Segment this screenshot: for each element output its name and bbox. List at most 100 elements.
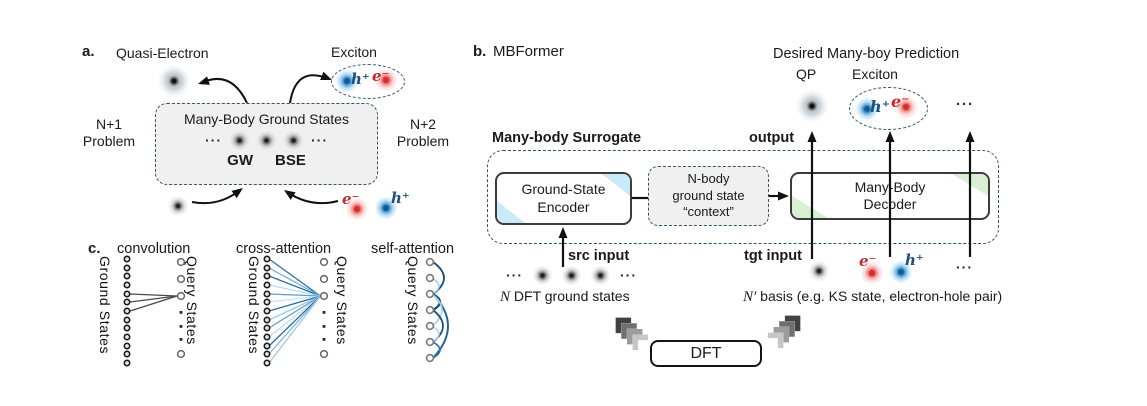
encoder-accent-corner xyxy=(602,174,630,196)
n-plus-2-problem-word: Problem xyxy=(396,132,450,149)
tgt-hole-symbol: h⁺ xyxy=(905,251,924,269)
input-electron-dot-a xyxy=(346,198,368,220)
self-attention-title: self-attention xyxy=(371,241,455,257)
electron-dot xyxy=(894,95,918,119)
ellipsis: ··· xyxy=(205,132,222,148)
conv-ground-states-label: Ground States xyxy=(97,256,113,355)
src-caption-text: DFT ground states xyxy=(510,288,630,304)
input-hole-symbol-a: h⁺ xyxy=(391,189,410,207)
encoder-label-line1: Ground-State xyxy=(521,181,606,197)
n-plus-1: N+1 xyxy=(95,116,123,132)
conv-ground-dots xyxy=(123,255,131,367)
electron-symbol: e⁻ xyxy=(891,92,910,111)
electron-symbol: e⁻ xyxy=(372,67,390,85)
cross-attention-title: cross-attention xyxy=(236,241,332,257)
cross-ground-states-label: Ground States xyxy=(246,256,262,355)
arrow-to-quasi-electron xyxy=(200,78,248,104)
ground-state-dot xyxy=(230,130,249,150)
exciton-label-b: Exciton xyxy=(852,66,898,82)
panel-a-label: a. xyxy=(82,43,95,60)
ground-state-dot xyxy=(284,130,303,150)
surrogate-title: Many-body Surrogate xyxy=(492,130,642,146)
cross-attention-diagram xyxy=(263,255,329,367)
qp-label: QP xyxy=(796,66,817,82)
n-plus-1-problem: N+1 Problem xyxy=(69,116,149,150)
tgt-ellipsis: ··· xyxy=(956,259,973,275)
ellipsis: ··· xyxy=(620,267,637,283)
many-body-ground-states-box: Many-Body Ground States ··· ··· GW BSE xyxy=(155,103,378,185)
many-body-decoder-box: Many-Body Decoder xyxy=(790,172,990,220)
arrow-to-bse xyxy=(286,191,339,205)
ground-states-box-title: Many-Body Ground States xyxy=(184,111,349,127)
prediction-title: Desired Many-boy Prediction xyxy=(773,46,960,62)
src-input-dots: ··· ··· xyxy=(506,265,637,285)
dft-label: DFT xyxy=(690,344,722,362)
input-ground-state-dot-a xyxy=(167,195,189,217)
electron-dot xyxy=(375,69,397,91)
dft-chevrons-left xyxy=(615,317,649,351)
cross-query-dots xyxy=(319,257,329,359)
src-input-label: src input xyxy=(568,248,630,264)
quasi-electron-dot xyxy=(157,64,191,98)
hole-dot xyxy=(336,70,358,92)
cross-query-states-label: Query States xyxy=(334,256,350,345)
decoder-accent-corner xyxy=(792,196,828,218)
hole-dot xyxy=(855,97,879,121)
convolution-diagram xyxy=(123,255,186,367)
cross-query-ellipsis-dots xyxy=(322,311,326,341)
encoder-label-line2: Encoder xyxy=(537,198,590,215)
cross-attention-links xyxy=(268,258,322,364)
surrogate-box xyxy=(487,150,999,244)
decoder-label-line2: Decoder xyxy=(863,196,917,212)
quasi-electron-label: Quasi-Electron xyxy=(116,45,209,61)
self-query-states-label: Query States xyxy=(405,256,421,345)
mbformer-title: MBFormer xyxy=(493,43,564,60)
conv-query-ellipsis-dots xyxy=(179,311,183,341)
tgt-ks-state-dot xyxy=(808,260,830,282)
gw-label: GW xyxy=(227,152,253,169)
hole-symbol: h⁺ xyxy=(351,70,370,88)
conv-query-states-label: Query States xyxy=(184,256,200,345)
tgt-caption-text: basis (e.g. KS state, electron-hole pair… xyxy=(756,288,1003,304)
tgt-input-label: tgt input xyxy=(744,248,802,264)
convolution-links xyxy=(129,293,178,312)
exciton-ellipse-b: h⁺ e⁻ xyxy=(849,87,928,130)
qp-dot xyxy=(795,89,829,123)
n-plus-2-problem: N+2 Problem xyxy=(383,116,463,150)
self-attention-diagram xyxy=(425,257,449,363)
panel-c-label: c. xyxy=(88,240,101,257)
context-line1: N-body xyxy=(687,170,730,186)
tgt-caption: N′ basis (e.g. KS state, electron-hole p… xyxy=(743,288,1002,306)
n-symbol: N xyxy=(500,289,511,305)
ellipsis: ··· xyxy=(311,132,328,148)
n-prime-symbol: N′ xyxy=(743,289,757,305)
arrow-to-exciton xyxy=(289,74,330,104)
arrow-to-gw xyxy=(191,189,241,205)
src-ground-state-dot xyxy=(533,265,552,285)
dft-chevrons-right xyxy=(767,315,801,349)
self-query-dots xyxy=(425,257,435,363)
context-line3: “context” xyxy=(683,204,734,220)
src-ground-state-dot xyxy=(562,265,581,285)
context-line2: ground state xyxy=(672,187,745,203)
prediction-ellipsis: ··· xyxy=(956,96,974,113)
output-label: output xyxy=(749,130,795,146)
input-hole-dot-a xyxy=(375,197,397,219)
decoder-accent-corner xyxy=(952,174,988,196)
ground-state-dot xyxy=(257,130,276,150)
n-plus-1-problem-word: Problem xyxy=(82,132,136,149)
panel-b-label: b. xyxy=(473,43,487,60)
src-ground-state-dot xyxy=(591,265,610,285)
ellipsis: ··· xyxy=(506,267,523,283)
ground-state-encoder-box: Ground-State Encoder xyxy=(495,172,632,225)
dft-box: DFT xyxy=(650,340,762,367)
convolution-title: convolution xyxy=(117,241,191,257)
hole-symbol: h⁺ xyxy=(870,97,891,116)
self-attention-arcs xyxy=(431,261,449,359)
src-caption: N DFT ground states xyxy=(500,288,630,306)
exciton-ellipse-a: h⁺ e⁻ xyxy=(331,64,405,99)
cross-ground-dots xyxy=(263,255,271,367)
encoder-accent-corner xyxy=(497,201,525,223)
bse-label: BSE xyxy=(274,152,306,169)
